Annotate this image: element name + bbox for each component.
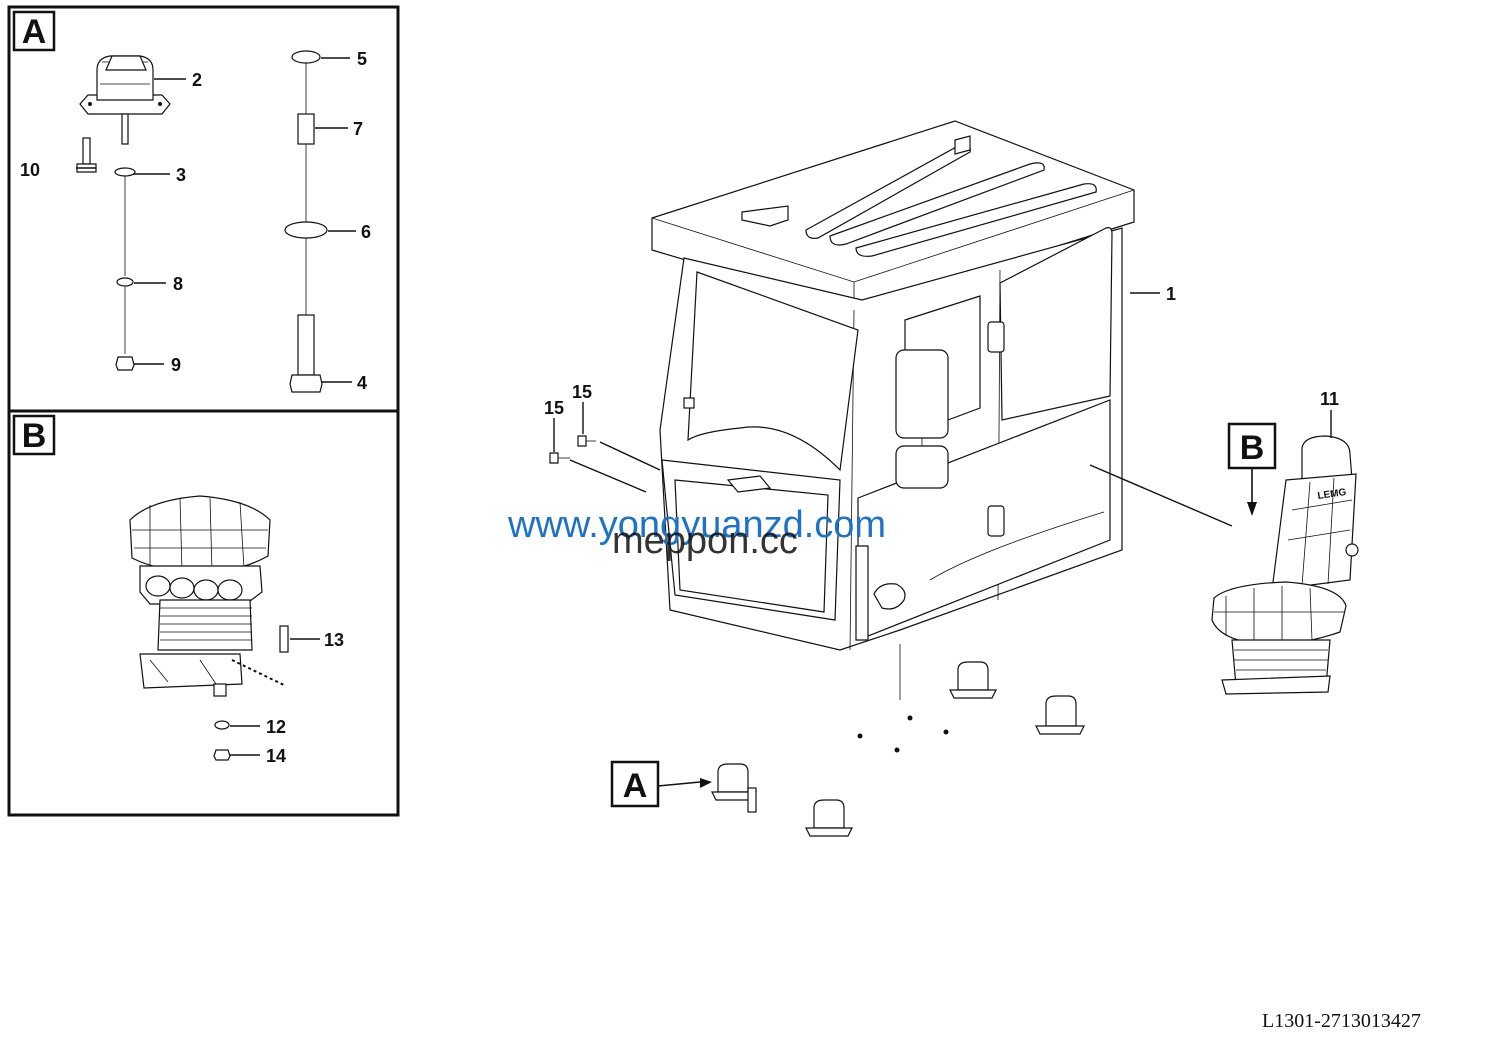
panel-a-label: A (22, 13, 47, 51)
operator-seat: LEMG (1211, 435, 1359, 695)
callout-10: 10 (20, 160, 40, 180)
document-id: L1301-2713013427 (1262, 1010, 1421, 1032)
pointer-a-box (610, 760, 660, 808)
hex-nut-part (115, 356, 135, 371)
thick-washer-part (284, 221, 328, 239)
seat-brand-label: LEMG (1317, 487, 1347, 502)
lock-washer-part (114, 167, 136, 177)
callout-2: 2 (192, 70, 202, 90)
operator-cab-assembly (651, 120, 1135, 651)
callout-3: 3 (176, 165, 186, 185)
callout-15-lower: 15 (544, 398, 564, 418)
callout-11: 11 (1320, 389, 1339, 409)
callout-1: 1 (1166, 284, 1176, 304)
callout-13: 13 (324, 630, 344, 650)
seat-washer-part (214, 720, 230, 730)
callout-8: 8 (173, 274, 183, 294)
callout-5: 5 (357, 49, 367, 69)
panel-b-label-box (12, 414, 56, 456)
panel-b-label: B (22, 417, 47, 455)
callout-9: 9 (171, 355, 181, 375)
seat-nut-part (213, 749, 231, 761)
callout-7: 7 (353, 119, 363, 139)
callout-15-upper: 15 (572, 382, 592, 402)
cab-bolts-15 (549, 402, 661, 493)
callout-6: 6 (361, 222, 371, 242)
callout-14: 14 (266, 746, 286, 766)
callout-4: 4 (357, 373, 367, 393)
watermark-secondary: meppon.cc (612, 520, 798, 562)
panel-a-label-box (12, 10, 56, 52)
watermark-primary: www.yongyuanzd.com (507, 504, 886, 546)
seat-base-sketch (129, 495, 287, 697)
flange-bolt-part (76, 137, 97, 173)
seat-bolt-part (279, 625, 289, 653)
spacer-sleeve-part (297, 113, 315, 145)
flat-washer-part (116, 277, 134, 287)
pointer-b-label: B (1240, 429, 1265, 467)
long-bolt-part (297, 314, 315, 376)
detail-panel-b: B 13 12 14 (7, 409, 400, 817)
pointer-b-box (1227, 422, 1277, 470)
detail-panel-a: A (7, 5, 400, 413)
callout-12: 12 (266, 717, 286, 737)
damper-mount-part (79, 55, 171, 145)
top-washer-part (291, 50, 321, 64)
cab-floor-mounts (711, 644, 1085, 837)
pointer-a-label: A (623, 767, 648, 805)
